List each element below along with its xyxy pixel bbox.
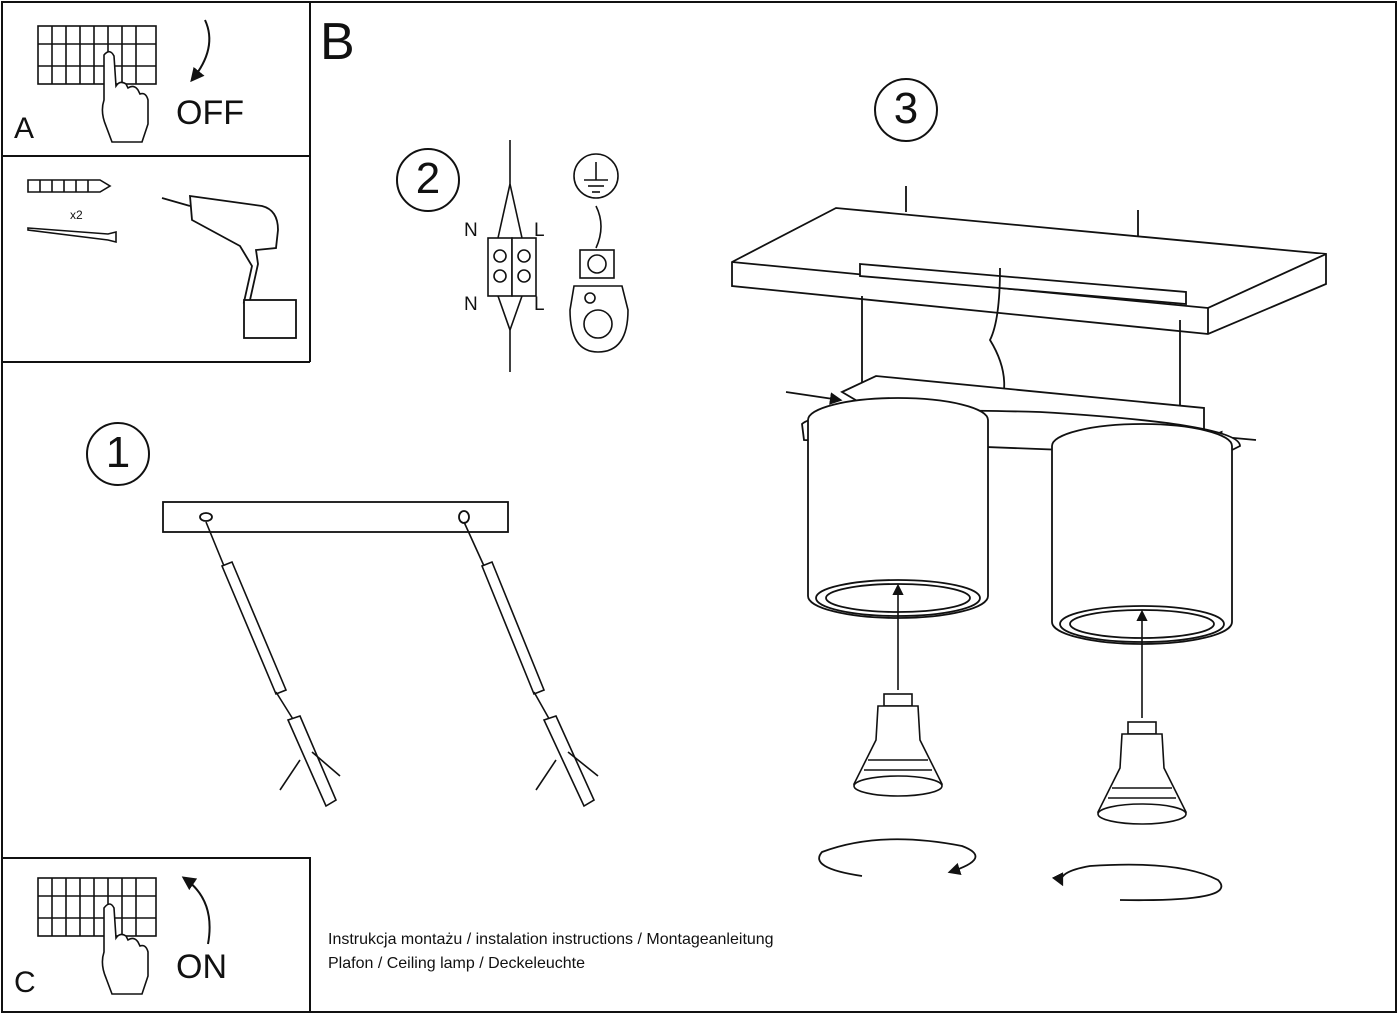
gu10-bulb-icon — [852, 693, 944, 797]
panel-a-letter: A — [14, 112, 35, 145]
curved-arrow-icon — [190, 19, 211, 83]
gu10-bulb-icon — [1096, 721, 1188, 825]
step-2-number: 2 — [415, 154, 441, 203]
step-3-number: 3 — [893, 84, 919, 133]
caption-title: Instrukcja montażu / instalation instruc… — [328, 931, 774, 948]
wall-plug-icon — [279, 715, 341, 808]
mounting-bracket — [162, 501, 509, 533]
breaker-panel-icon — [37, 877, 157, 937]
panel-c-letter: C — [14, 966, 36, 999]
breaker-panel-icon — [37, 25, 157, 85]
step-1-circle — [86, 422, 150, 486]
caption-subtitle: Plafon / Ceiling lamp / Deckeleuchte — [328, 955, 586, 972]
earth-ground-icon — [569, 153, 629, 353]
drill-icon — [161, 194, 297, 339]
curved-arrow-icon — [181, 876, 211, 945]
panel-c-box — [1, 857, 311, 1013]
wall-plug-icon — [535, 715, 599, 808]
off-label: OFF — [176, 94, 244, 132]
panel-b-letter: B — [320, 13, 355, 71]
live-label-bottom: L — [534, 294, 545, 315]
rotate-arrow-icon — [1051, 863, 1223, 902]
wall-plug-icon — [27, 179, 112, 193]
step-1-number: 1 — [105, 428, 131, 477]
terminal-block-icon — [487, 140, 537, 372]
ceiling-plate — [731, 186, 1327, 335]
rotate-arrow-icon — [818, 838, 977, 877]
lamp-shade-right — [1051, 423, 1233, 645]
screw-icon — [205, 521, 297, 725]
on-label: ON — [176, 948, 227, 986]
screw-icon — [27, 227, 117, 244]
step-3-circle — [874, 78, 938, 142]
lamp-shade-left — [807, 397, 989, 619]
step-2-circle — [396, 148, 460, 212]
quantity-label: x2 — [70, 208, 83, 222]
hand-icon — [101, 50, 149, 143]
live-label-top: L — [534, 220, 545, 241]
neutral-label-top: N — [464, 220, 478, 241]
hand-icon — [101, 903, 149, 995]
neutral-label-bottom: N — [464, 294, 478, 315]
screw-icon — [463, 521, 553, 725]
